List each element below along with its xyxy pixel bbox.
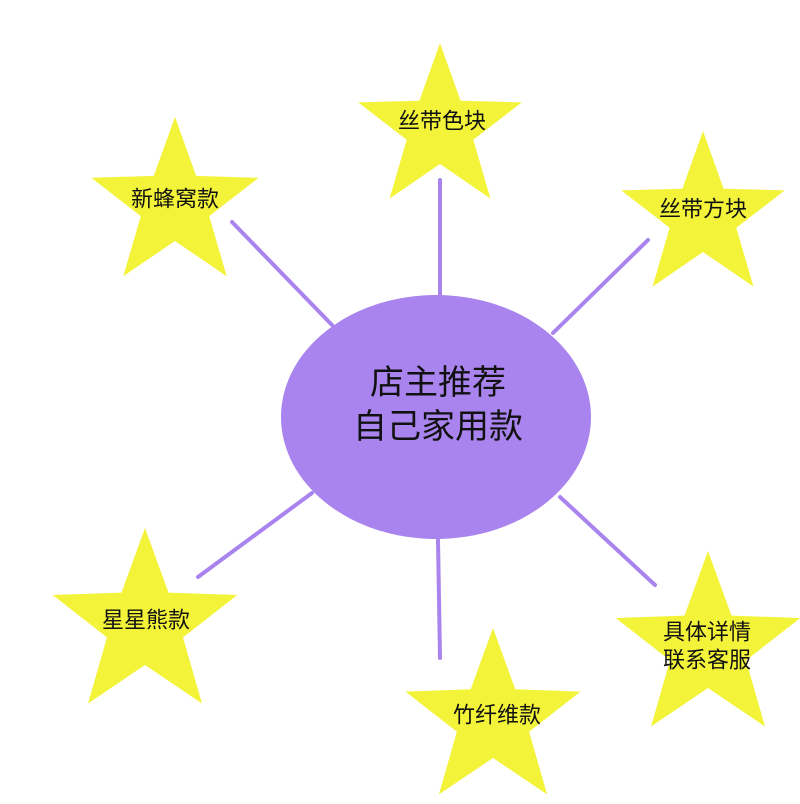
- connector-lines: [196, 178, 657, 660]
- star-label-xingxing-xiong: 星星熊款: [101, 608, 191, 634]
- center-label-line2: 自己家用款: [353, 407, 523, 447]
- connector-upper-right: [551, 238, 650, 335]
- star-label-contact-line2: 联系客服: [662, 648, 752, 673]
- star-shape-contact: [615, 551, 800, 727]
- star-shape-sidai-seikuai: [358, 43, 522, 199]
- connector-bottom: [436, 538, 442, 660]
- star-label-zhu-xianwei: 竹纤维款: [452, 703, 542, 729]
- connector-upper-left: [230, 220, 334, 327]
- star-shape-xingxing-xiong: [52, 528, 238, 704]
- connector-lower-left: [196, 491, 314, 579]
- star-shape-xin-fengwo: [91, 117, 259, 277]
- star-shape-sidai-fangkuai: [621, 131, 785, 287]
- center-label-line1: 店主推荐: [370, 362, 506, 403]
- center-ellipse: [281, 295, 591, 539]
- star-shape-zhu-xianwei: [405, 628, 581, 795]
- star-label-contact: 具体详情 联系客服: [663, 620, 751, 675]
- star-label-contact-line1: 具体详情: [662, 620, 752, 646]
- connector-lower-right: [558, 495, 657, 587]
- star-label-xin-fengwo: 新蜂窝款: [130, 187, 220, 213]
- center-label: 店主推荐 自己家用款: [353, 361, 523, 449]
- star-label-sidai-seikuai: 丝带色块: [397, 109, 487, 135]
- star-nodes: [52, 43, 800, 795]
- star-label-sidai-fangkuai: 丝带方块: [658, 197, 748, 223]
